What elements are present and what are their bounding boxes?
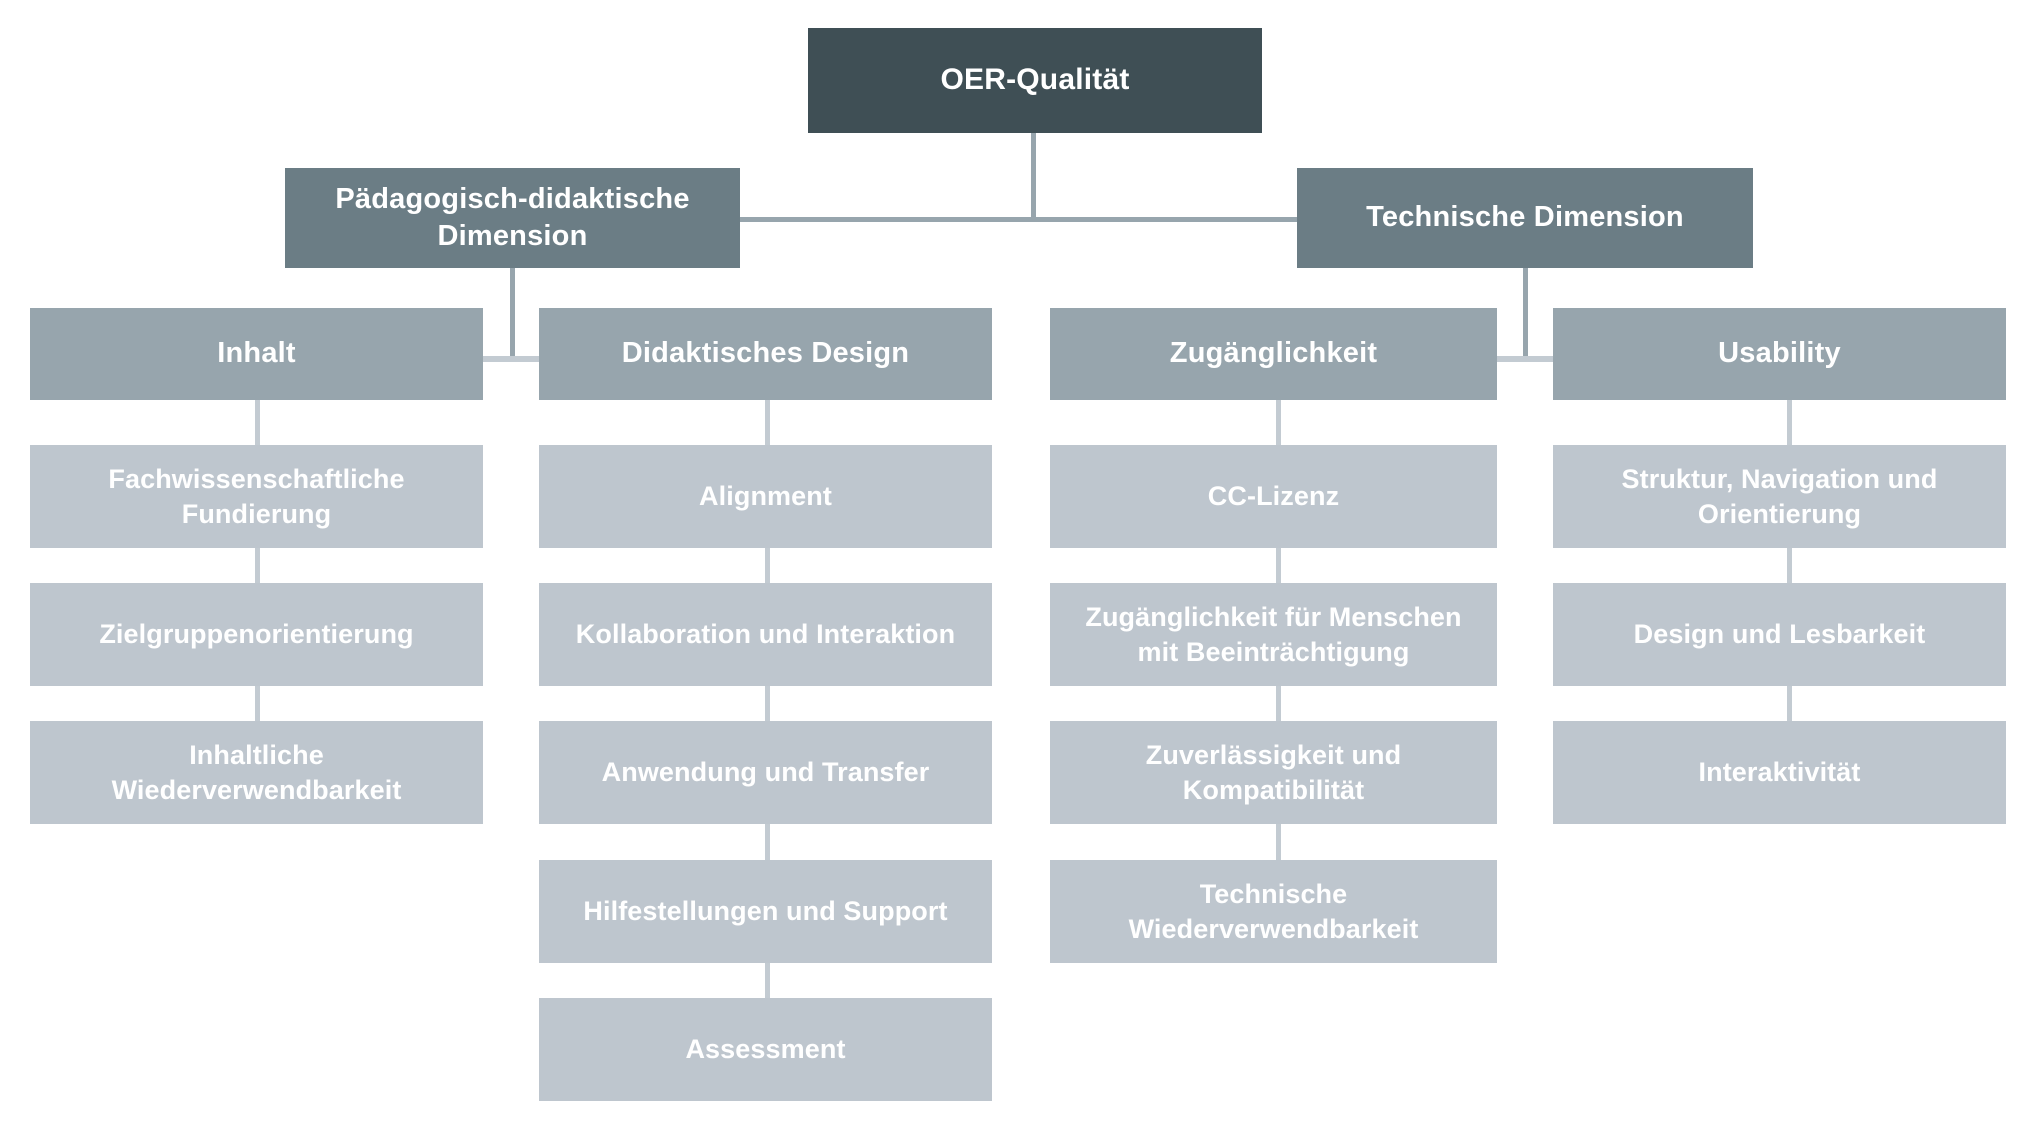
node-root-oer-qualitaet[interactable]: OER-Qualität	[808, 28, 1262, 133]
connector-right-dimension-stem	[1523, 268, 1528, 360]
node-dimension-1-label: Technische Dimension	[1366, 201, 1684, 234]
node-leaf-label: Interaktivität	[1698, 757, 1861, 788]
connector-left-dimension-stem	[510, 268, 515, 360]
node-leaf-label: Kollaboration und Interaktion	[575, 619, 956, 650]
node-leaf-zuverlaessigkeit-und-kompatibilitaet[interactable]: Zuverlässigkeit und Kompatibilität	[1050, 721, 1497, 824]
node-leaf-zielgruppenorientierung[interactable]: Zielgruppenorientierung	[30, 583, 483, 686]
node-leaf-label: Zugänglichkeit für Menschen mit Beeinträ…	[1085, 601, 1462, 667]
connector-column-1-spine	[255, 400, 260, 724]
node-leaf-alignment[interactable]: Alignment	[539, 445, 992, 548]
node-leaf-label: Zielgruppenorientierung	[99, 619, 414, 650]
connector-dimension-bus	[740, 217, 1298, 222]
node-category-usability[interactable]: Usability	[1553, 308, 2006, 400]
node-dimension-0-label: Pädagogisch-didaktische Dimension	[335, 182, 690, 252]
node-leaf-label: Alignment	[699, 481, 832, 512]
node-leaf-label: Zuverlässigkeit und Kompatibilität	[1145, 739, 1402, 805]
node-leaf-cc-lizenz[interactable]: CC-Lizenz	[1050, 445, 1497, 548]
connector-column-2-spine	[765, 400, 770, 1000]
node-root-label: OER-Qualität	[940, 63, 1130, 97]
node-category-0-label: Inhalt	[217, 337, 296, 370]
node-dimension-technische[interactable]: Technische Dimension	[1297, 168, 1753, 268]
node-leaf-fachwissenschaftliche-fundierung[interactable]: Fachwissenschaftliche Fundierung	[30, 445, 483, 548]
node-leaf-design-und-lesbarkeit[interactable]: Design und Lesbarkeit	[1553, 583, 2006, 686]
node-leaf-label: Design und Lesbarkeit	[1633, 619, 1926, 650]
node-leaf-inhaltliche-wiederverwendbarkeit[interactable]: Inhaltliche Wiederverwendbarkeit	[30, 721, 483, 824]
connector-column-4-spine	[1787, 400, 1792, 724]
node-leaf-hilfestellungen-und-support[interactable]: Hilfestellungen und Support	[539, 860, 992, 963]
node-leaf-label: Technische Wiederverwendbarkeit	[1128, 878, 1419, 944]
node-leaf-label: CC-Lizenz	[1207, 481, 1340, 512]
node-leaf-zugaenglichkeit-fuer-menschen-mit-beeintraechtigung[interactable]: Zugänglichkeit für Menschen mit Beeinträ…	[1050, 583, 1497, 686]
node-leaf-assessment[interactable]: Assessment	[539, 998, 992, 1101]
connector-right-category-bus	[1497, 356, 1553, 362]
connector-left-category-bus	[483, 356, 539, 362]
node-leaf-label: Inhaltliche Wiederverwendbarkeit	[111, 739, 402, 805]
node-leaf-interaktivitaet[interactable]: Interaktivität	[1553, 721, 2006, 824]
node-leaf-label: Hilfestellungen und Support	[583, 896, 948, 927]
node-leaf-label: Fachwissenschaftliche Fundierung	[108, 463, 405, 529]
node-category-2-label: Zugänglichkeit	[1169, 337, 1378, 370]
node-leaf-kollaboration-und-interaktion[interactable]: Kollaboration und Interaktion	[539, 583, 992, 686]
node-category-zugaenglichkeit[interactable]: Zugänglichkeit	[1050, 308, 1497, 400]
node-leaf-label: Anwendung und Transfer	[601, 757, 930, 788]
node-category-inhalt[interactable]: Inhalt	[30, 308, 483, 400]
node-leaf-label: Struktur, Navigation und Orientierung	[1621, 463, 1938, 529]
node-leaf-struktur-navigation-und-orientierung[interactable]: Struktur, Navigation und Orientierung	[1553, 445, 2006, 548]
connector-root-stem	[1031, 133, 1036, 221]
node-leaf-anwendung-und-transfer[interactable]: Anwendung und Transfer	[539, 721, 992, 824]
node-leaf-technische-wiederverwendbarkeit[interactable]: Technische Wiederverwendbarkeit	[1050, 860, 1497, 963]
node-category-3-label: Usability	[1718, 337, 1841, 370]
node-category-didaktisches-design[interactable]: Didaktisches Design	[539, 308, 992, 400]
node-dimension-paedagogisch-didaktische[interactable]: Pädagogisch-didaktische Dimension	[285, 168, 740, 268]
node-leaf-label: Assessment	[685, 1034, 846, 1065]
node-category-1-label: Didaktisches Design	[621, 337, 910, 370]
